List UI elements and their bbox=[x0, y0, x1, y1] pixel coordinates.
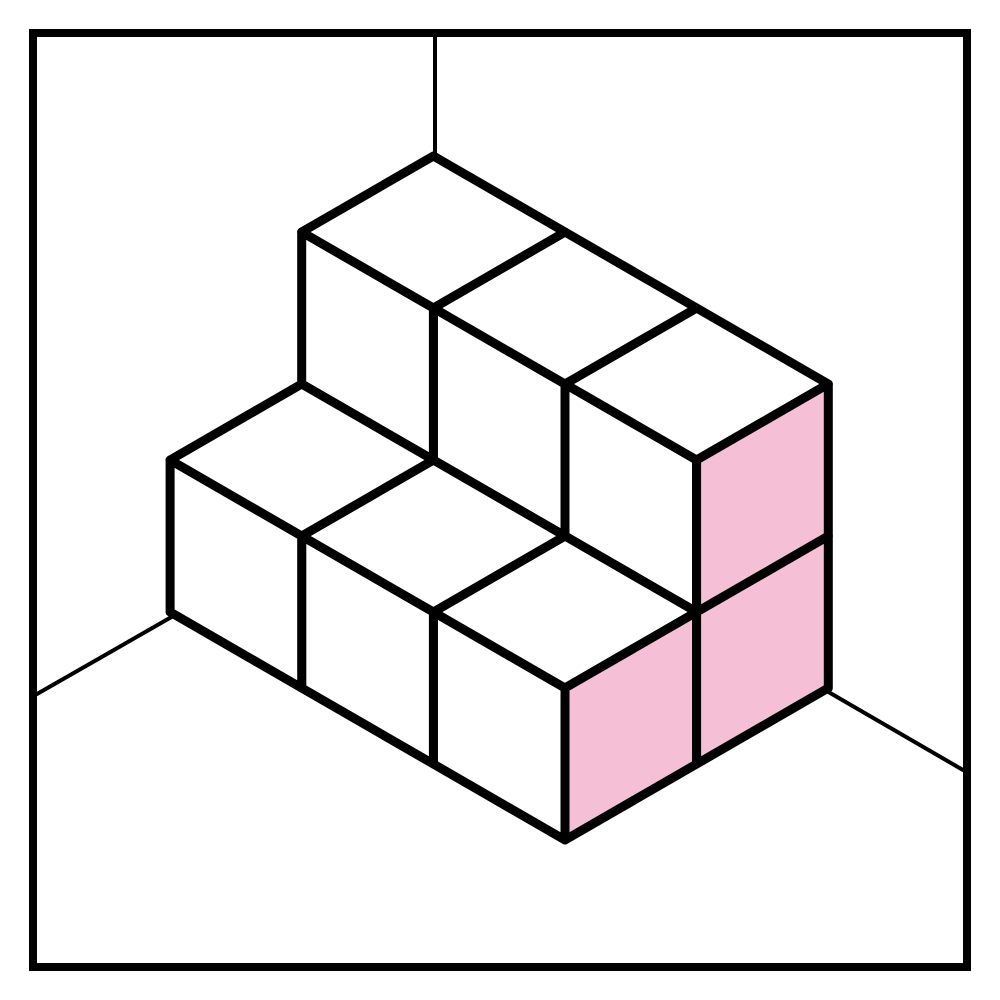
cube-faces bbox=[165, 151, 833, 845]
right-floor-line bbox=[823, 688, 965, 772]
left-floor-line bbox=[35, 613, 177, 696]
cube-top-face bbox=[297, 151, 570, 313]
cube-top-face bbox=[165, 379, 438, 541]
frame-border bbox=[29, 29, 971, 971]
room-corner-lines bbox=[35, 35, 965, 772]
cube-right-face-highlighted bbox=[692, 379, 833, 617]
